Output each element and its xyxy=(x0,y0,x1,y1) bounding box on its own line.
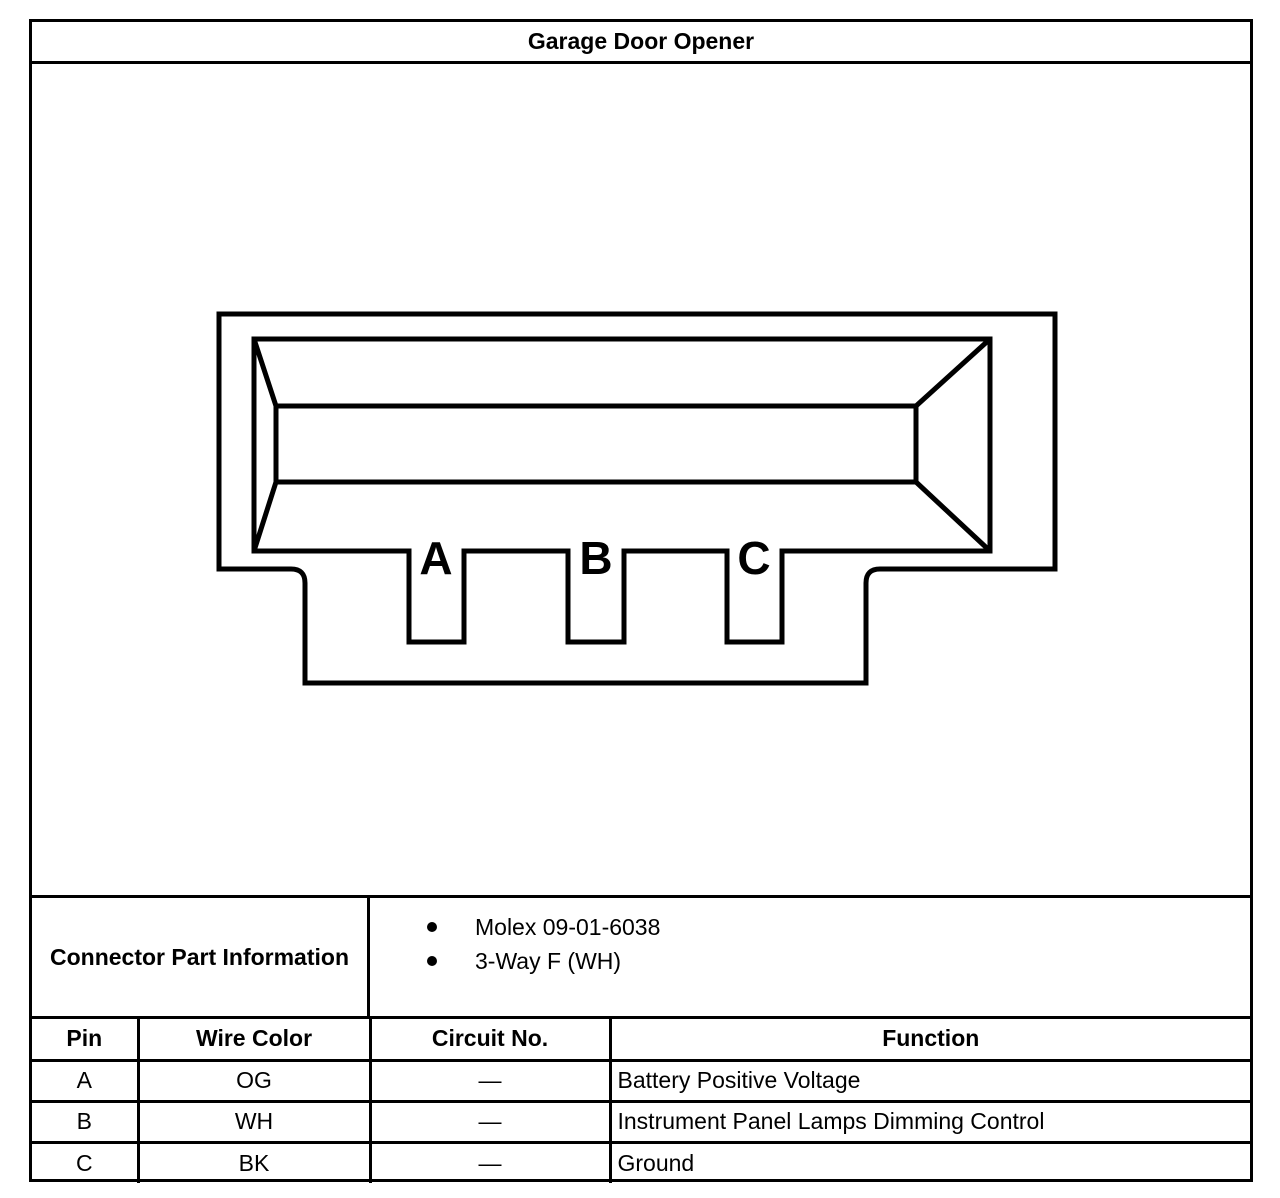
list-item: 3-Way F (WH) xyxy=(370,944,1250,978)
cell-function: Instrument Panel Lamps Dimming Control xyxy=(610,1101,1250,1144)
cell-pin: B xyxy=(32,1101,140,1144)
cell-wire-color: OG xyxy=(138,1060,372,1103)
pinout-table: Pin Wire Color Circuit No. Function A OG… xyxy=(32,1019,1250,1183)
connector-diagram-area: A B C xyxy=(32,64,1250,898)
diagram-title: Garage Door Opener xyxy=(32,22,1250,64)
connector-type: 3-Way F (WH) xyxy=(475,948,622,974)
cell-function: Ground xyxy=(617,1149,695,1176)
part-number: Molex 09-01-6038 xyxy=(475,914,661,940)
table-row: A OG — Battery Positive Voltage xyxy=(32,1060,1250,1103)
cell-circuit-no: — xyxy=(370,1101,612,1144)
list-item: Molex 09-01-6038 xyxy=(370,910,1250,944)
connector-cavity-outline xyxy=(251,336,993,645)
connector-part-info-list: Molex 09-01-6038 3-Way F (WH) xyxy=(370,898,1250,1028)
cell-pin: C xyxy=(32,1142,140,1183)
cell-wire-color: WH xyxy=(138,1101,372,1144)
connector-part-info-label: Connector Part Information xyxy=(32,898,370,1016)
header-pin: Pin xyxy=(32,1019,140,1062)
bullet-icon xyxy=(427,922,437,932)
header-wire-color: Wire Color xyxy=(138,1019,372,1062)
cell-circuit-no: — xyxy=(370,1060,612,1103)
connector-inner-face xyxy=(273,403,919,485)
table-header-row: Pin Wire Color Circuit No. Function xyxy=(32,1019,1250,1062)
cell-wire-color: BK xyxy=(138,1142,372,1183)
cell-pin: A xyxy=(32,1060,140,1103)
connector-drawing: A B C xyxy=(216,311,1058,686)
pin-label-a: A xyxy=(419,532,452,584)
cell-function: Battery Positive Voltage xyxy=(610,1060,1250,1103)
pin-label-b: B xyxy=(579,532,612,584)
pin-label-c: C xyxy=(737,532,770,584)
connector-part-information: Connector Part Information Molex 09-01-6… xyxy=(32,898,1250,1019)
table-row: B WH — Instrument Panel Lamps Dimming Co… xyxy=(32,1101,1250,1144)
header-circuit-no: Circuit No. xyxy=(370,1019,612,1062)
bullet-icon xyxy=(427,956,437,966)
cell-circuit-no: — xyxy=(370,1142,612,1183)
connector-sheet: Garage Door Opener A B C Connector Part … xyxy=(29,19,1253,1183)
header-function: Function xyxy=(610,1019,1250,1062)
connector-bevel-left xyxy=(251,338,279,552)
table-row: C BK — Ground xyxy=(32,1142,1250,1183)
connector-bevel-right xyxy=(914,337,992,553)
connector-housing-outline xyxy=(216,311,1058,686)
